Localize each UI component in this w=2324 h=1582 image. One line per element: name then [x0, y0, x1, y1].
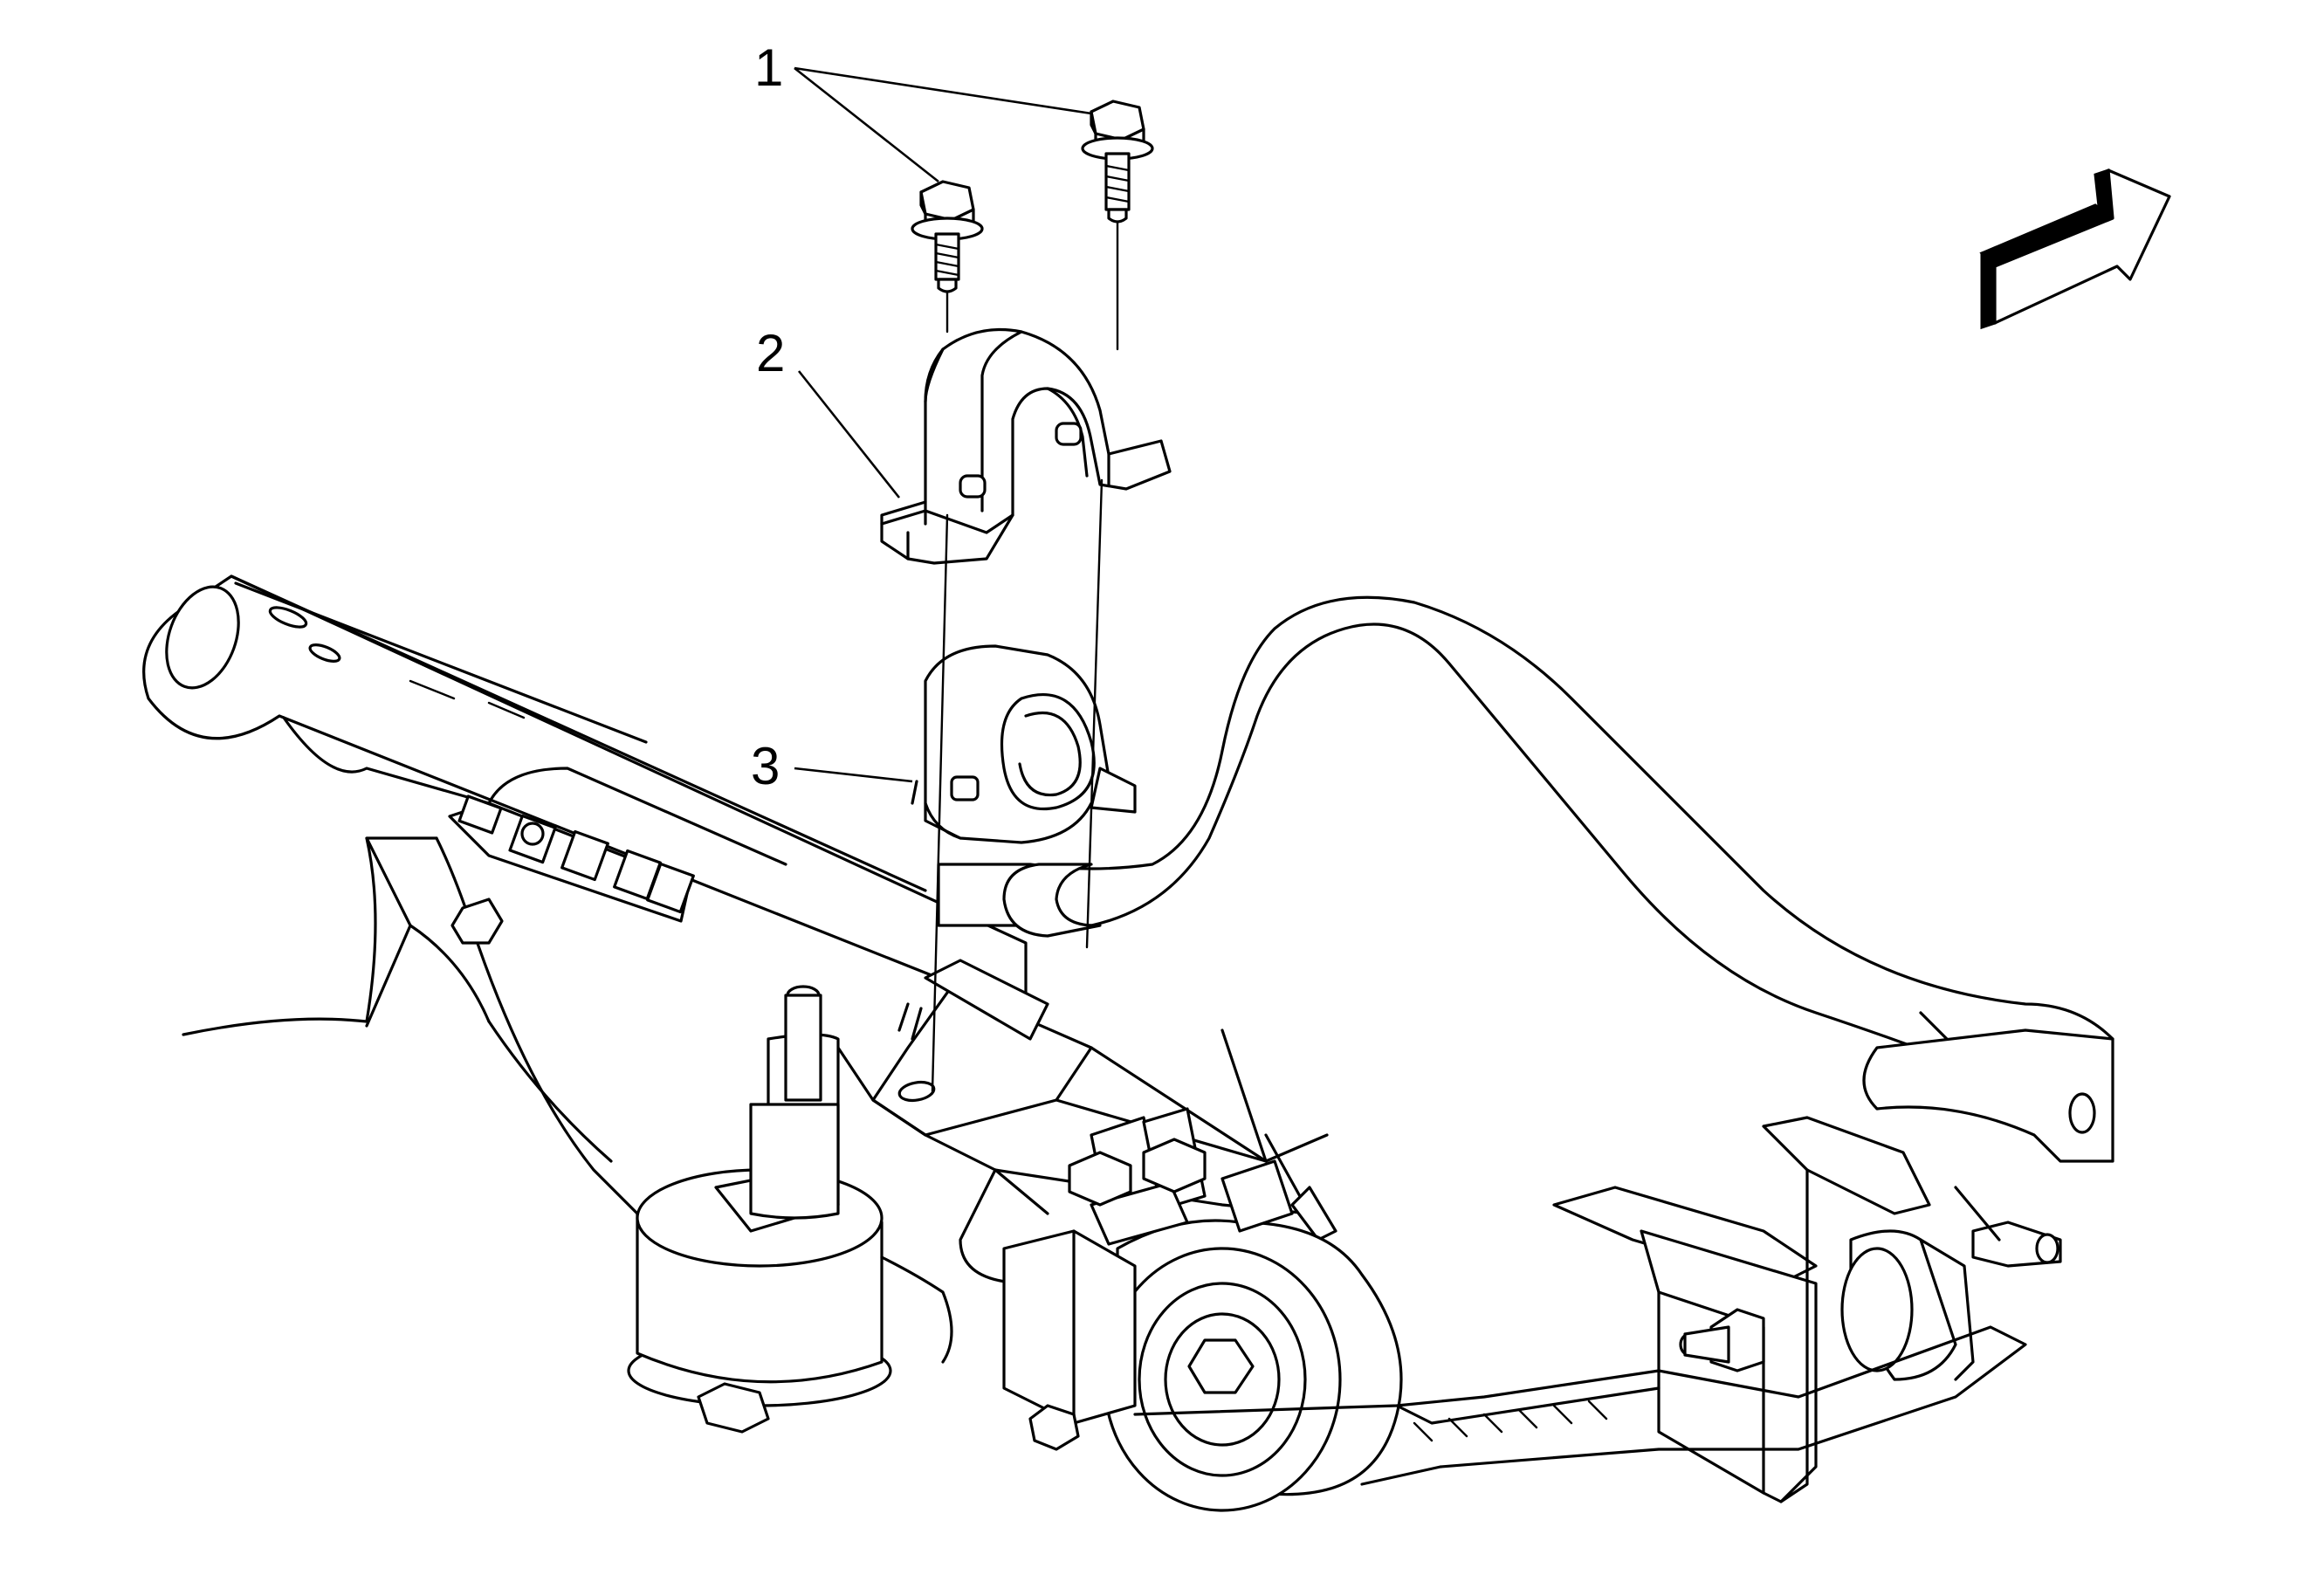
front-cradle-bushing	[1002, 1219, 1403, 1512]
callout-leaders	[794, 66, 1092, 783]
bolt-right	[1081, 100, 1154, 224]
callout-2: 2	[756, 324, 785, 382]
wire-harness-clip	[448, 794, 695, 923]
bar-mount-area	[871, 959, 1093, 1137]
front-direction-arrow-icon	[1979, 168, 2171, 330]
alignment-lines	[931, 221, 1119, 1093]
frame-rail	[142, 574, 1028, 1015]
stabilizer-bar-insulator	[911, 644, 1137, 844]
callout-3: 3	[751, 737, 780, 795]
lower-cradle-rail	[1133, 1325, 2027, 1486]
bolt-left	[911, 180, 984, 293]
left-body-mount-bushing	[627, 985, 953, 1434]
callout-1: 1	[754, 38, 783, 97]
lower-chassis	[182, 767, 787, 1329]
stabilizer-bar-clamp	[880, 327, 1172, 565]
stabilizer-bar	[937, 595, 2114, 1163]
mount-studs	[1068, 1107, 1294, 1246]
right-bracket-assembly	[1552, 1116, 2062, 1503]
